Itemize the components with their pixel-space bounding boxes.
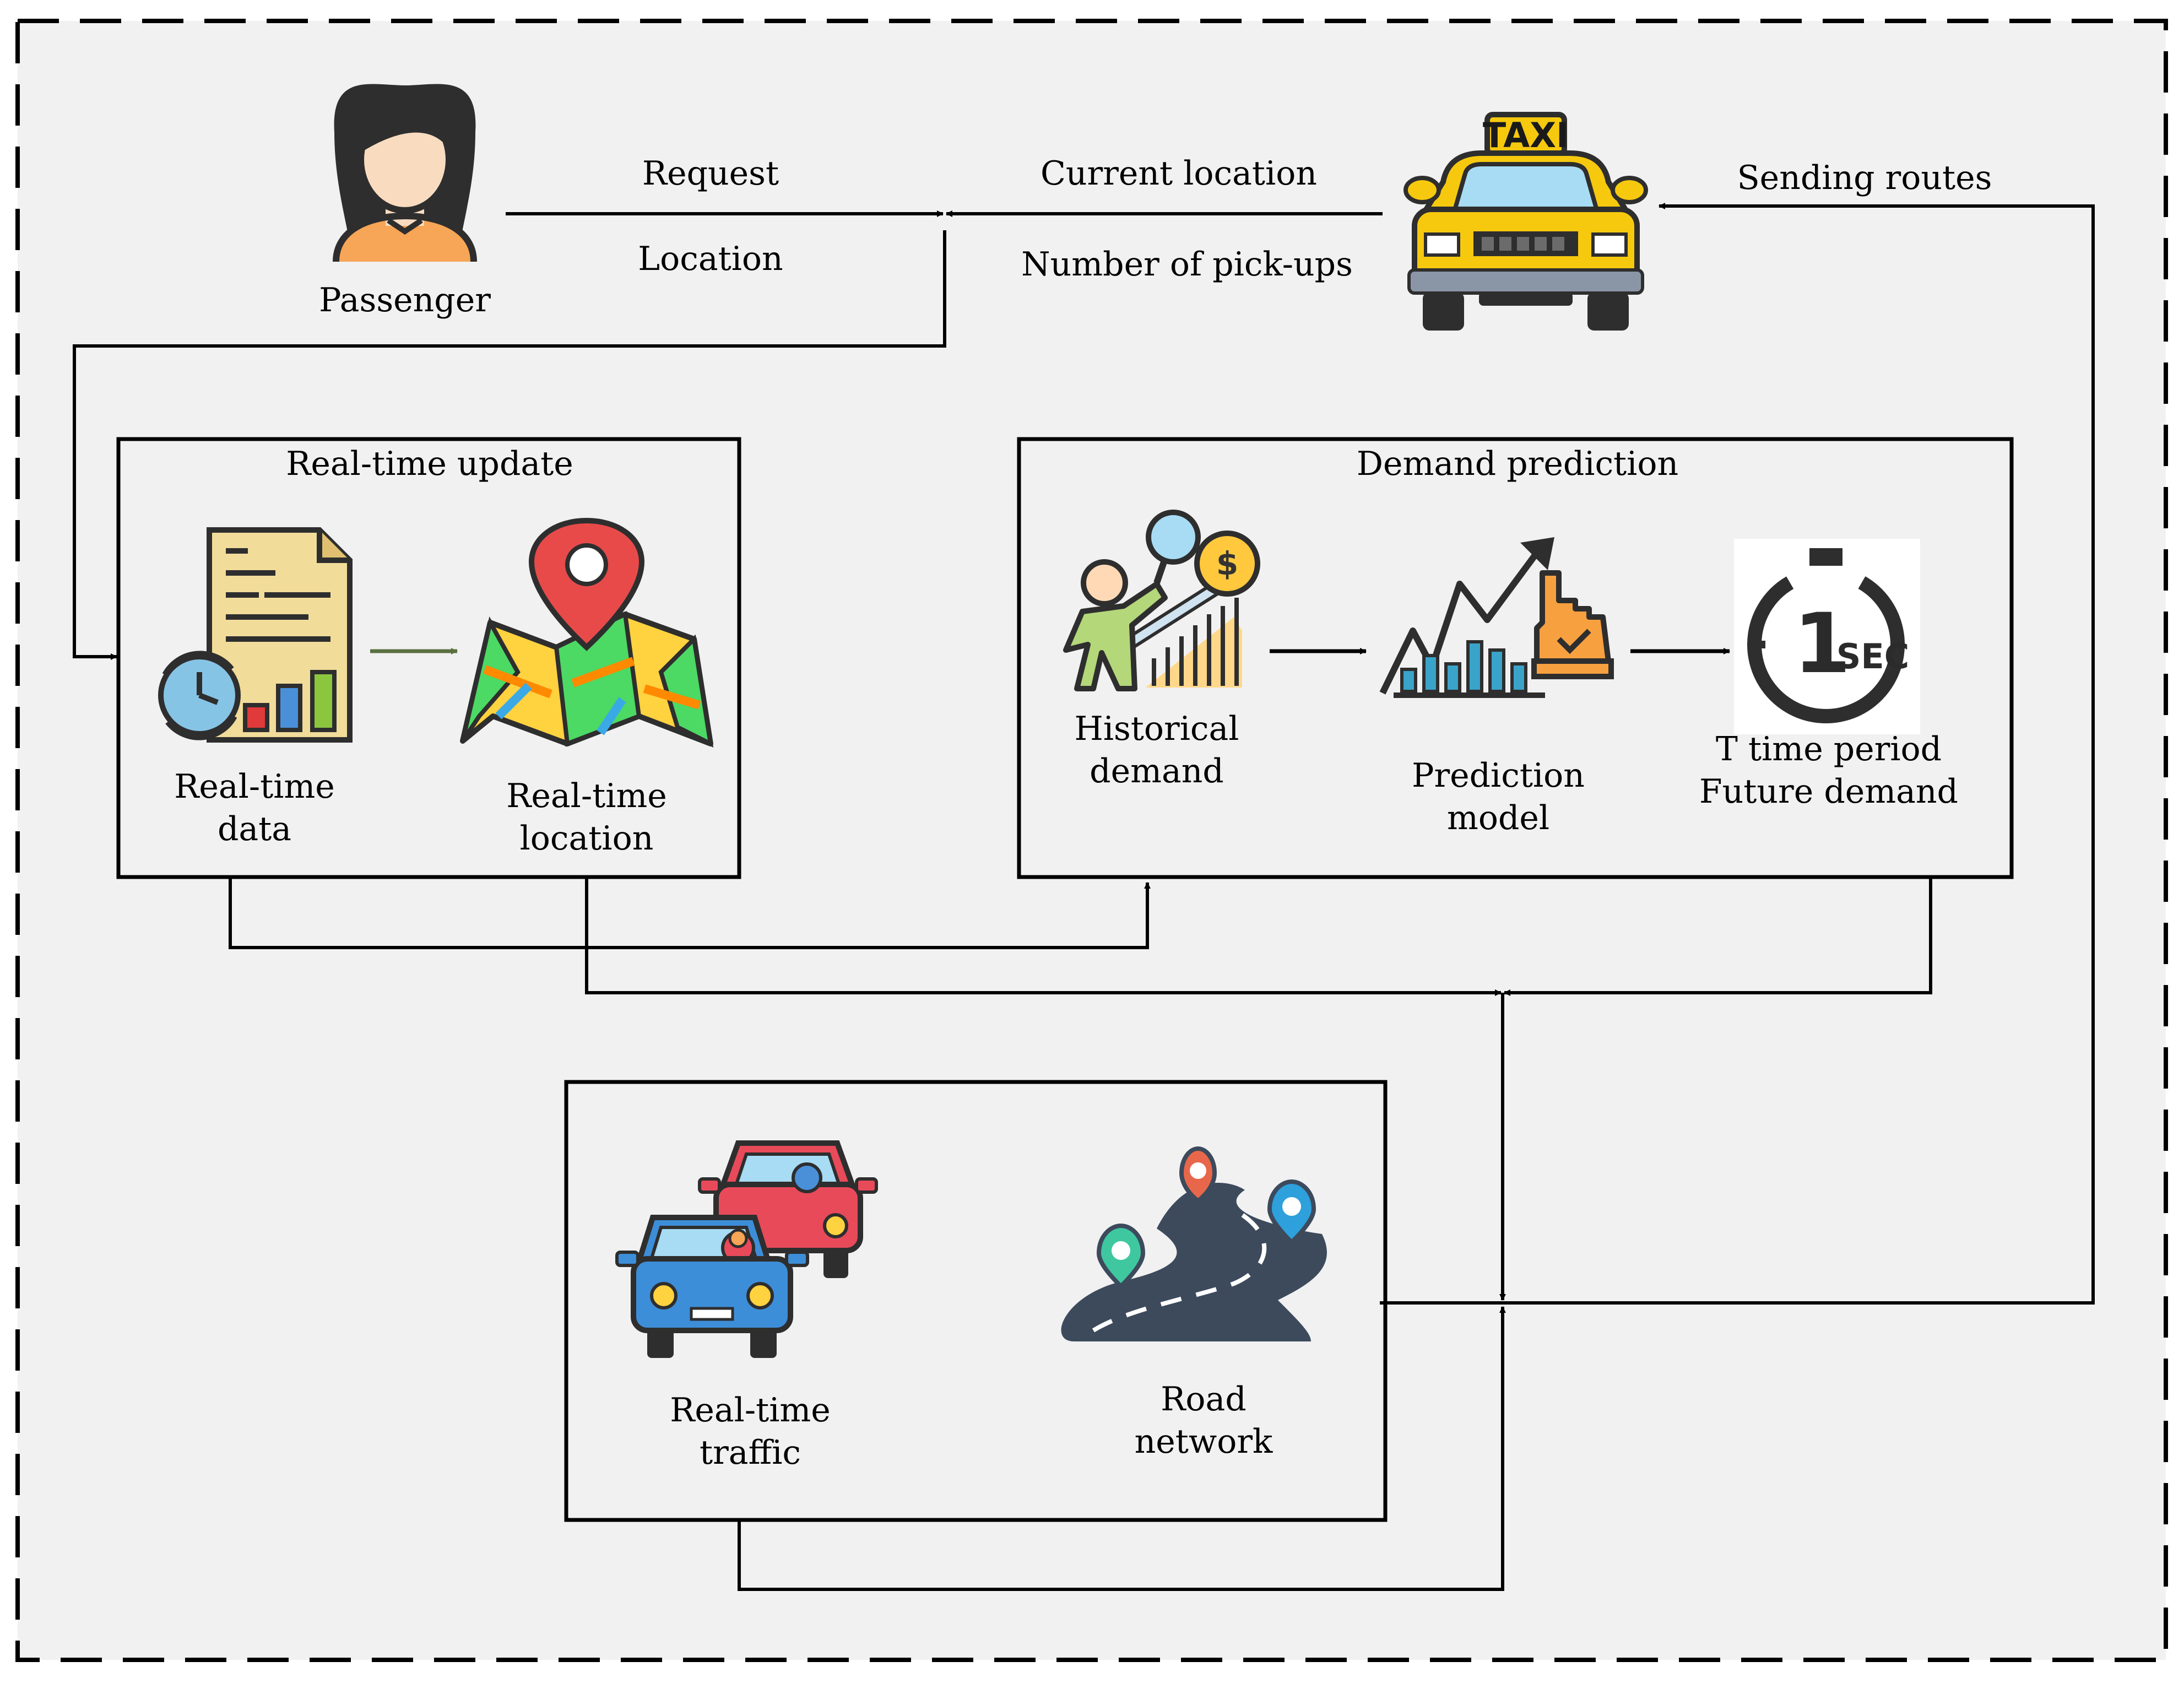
- prediction-model-label-2: model: [1447, 799, 1549, 837]
- road-network-icon: [1061, 1146, 1327, 1341]
- location-label: Location: [638, 240, 783, 278]
- number-of-pickups-label: Number of pick-ups: [1021, 245, 1353, 284]
- prediction-model-icon: [1379, 537, 1614, 698]
- timer-digit: 1: [1793, 596, 1851, 692]
- historical-demand-label-2: demand: [1090, 752, 1224, 791]
- traffic-road-box: [564, 1080, 1388, 1522]
- request-label: Request: [642, 154, 779, 193]
- realtime-data-label-2: data: [218, 810, 291, 848]
- top-connectors: [73, 203, 2095, 1305]
- realtime-data-label-1: Real-time: [174, 767, 335, 806]
- road-network-label-1: Road: [1161, 1380, 1246, 1419]
- taxi-sign: TAXI: [1483, 115, 1569, 155]
- realtime-location-label-2: location: [520, 819, 654, 858]
- realtime-update-box: [116, 437, 741, 879]
- realtime-location-icon: [460, 517, 714, 748]
- prediction-model-label-1: Prediction: [1412, 756, 1585, 795]
- future-demand-label-1: T time period: [1716, 730, 1942, 769]
- timer-unit: SEC: [1836, 636, 1910, 677]
- outer-frame: [15, 19, 2168, 1662]
- taxi-icon: TAXI: [1403, 112, 1648, 331]
- demand-prediction-title: Demand prediction: [1357, 445, 1678, 483]
- historical-demand-label-1: Historical: [1075, 710, 1239, 748]
- realtime-traffic-icon: [615, 1140, 878, 1358]
- sending-routes-label: Sending routes: [1737, 159, 1992, 197]
- realtime-traffic-label-1: Real-time: [670, 1391, 831, 1430]
- future-demand-label-2: Future demand: [1699, 772, 1958, 811]
- realtime-data-icon: [158, 527, 353, 743]
- realtime-traffic-label-2: traffic: [700, 1433, 801, 1472]
- realtime-location-label-1: Real-time: [506, 777, 667, 815]
- demand-prediction-box: [1017, 437, 2014, 879]
- timer-icon: 1 SEC: [1734, 539, 1920, 734]
- road-network-label-2: network: [1135, 1422, 1273, 1461]
- current-location-label: Current location: [1040, 154, 1317, 193]
- svg-text:$: $: [1216, 545, 1238, 582]
- passenger-label: Passenger: [319, 281, 491, 320]
- box-connectors: [229, 879, 1932, 1591]
- realtime-update-title: Real-time update: [286, 445, 573, 483]
- passenger-icon: [333, 84, 477, 262]
- historical-demand-icon: $: [1063, 510, 1260, 691]
